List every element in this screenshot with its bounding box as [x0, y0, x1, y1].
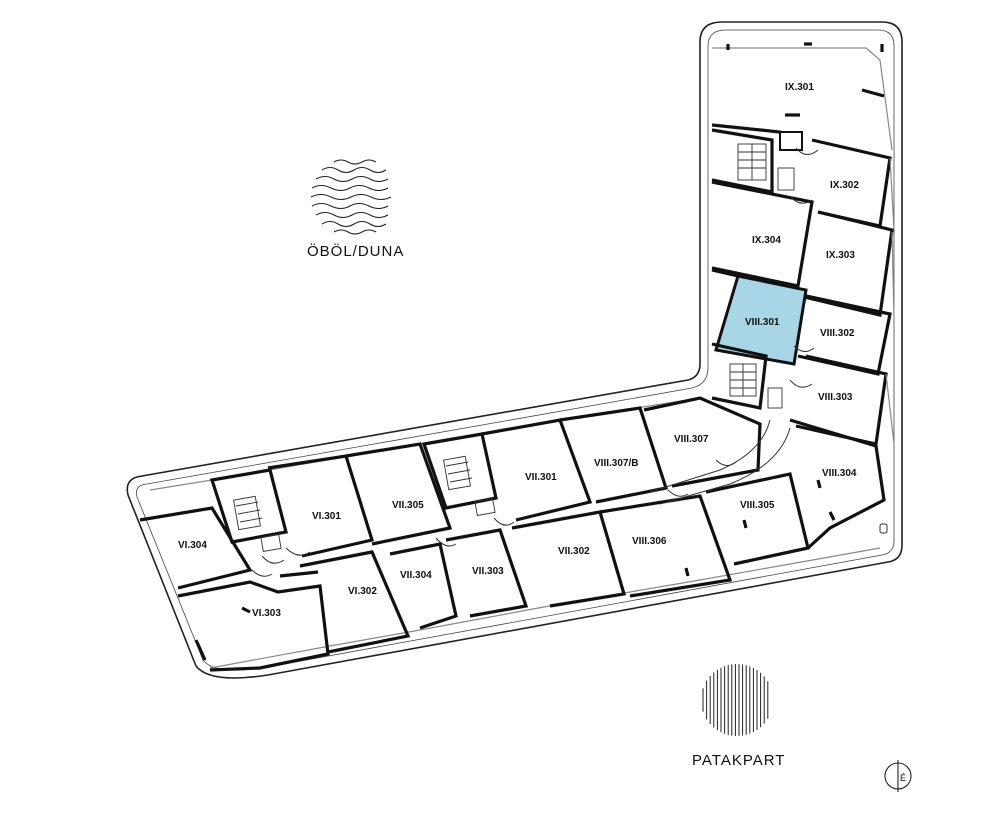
unit-label-vii303[interactable]: VII.303	[472, 566, 504, 577]
unit-label-viii304[interactable]: VIII.304	[822, 468, 857, 479]
stair-core-vii	[421, 432, 498, 516]
unit-label-ix303[interactable]: IX.303	[826, 250, 855, 261]
unit-label-viii307b[interactable]: VIII.307/B	[594, 458, 638, 469]
unit-label-vii301[interactable]: VII.301	[525, 472, 557, 483]
unit-label-vi304[interactable]: VI.304	[178, 540, 207, 551]
unit-label-vi302[interactable]: VI.302	[348, 586, 377, 597]
unit-label-ix301[interactable]: IX.301	[785, 82, 814, 93]
unit-label-vii302[interactable]: VII.302	[558, 546, 590, 557]
unit-label-viii305[interactable]: VIII.305	[740, 500, 775, 511]
vertical-wing	[711, 42, 895, 446]
shaft-top	[779, 131, 803, 151]
unit-label-vi301[interactable]: VI.301	[312, 511, 341, 522]
stair-core-middle	[711, 342, 783, 410]
park-side-label: PATAKPART	[692, 752, 785, 769]
waves-icon	[310, 159, 392, 235]
compass-letter: É	[900, 773, 906, 783]
unit-label-vii305[interactable]: VII.305	[392, 500, 424, 511]
unit-labels: IX.301 IX.302 IX.304 IX.303 VIII.301 VII…	[178, 82, 859, 619]
unit-viii301-highlight[interactable]	[714, 274, 808, 366]
horizontal-wing	[139, 396, 888, 672]
unit-label-viii302[interactable]: VIII.302	[820, 328, 855, 339]
unit-label-viii301[interactable]: VIII.301	[745, 317, 780, 328]
unit-label-ix302[interactable]: IX.302	[830, 180, 859, 191]
water-side-label: ÖBÖL/DUNA	[307, 242, 404, 260]
unit-label-vii304[interactable]: VII.304	[400, 570, 432, 581]
stair-core-vi	[209, 468, 288, 552]
north-compass-icon: É	[884, 760, 912, 792]
unit-label-viii303[interactable]: VIII.303	[818, 392, 853, 403]
stair-core-top	[711, 128, 795, 194]
unit-label-viii307[interactable]: VIII.307	[674, 434, 709, 445]
reeds-icon	[702, 664, 769, 736]
building-outline	[126, 21, 903, 679]
unit-label-viii306[interactable]: VIII.306	[632, 536, 667, 547]
unit-label-ix304[interactable]: IX.304	[752, 235, 781, 246]
unit-label-vi303[interactable]: VI.303	[252, 608, 281, 619]
